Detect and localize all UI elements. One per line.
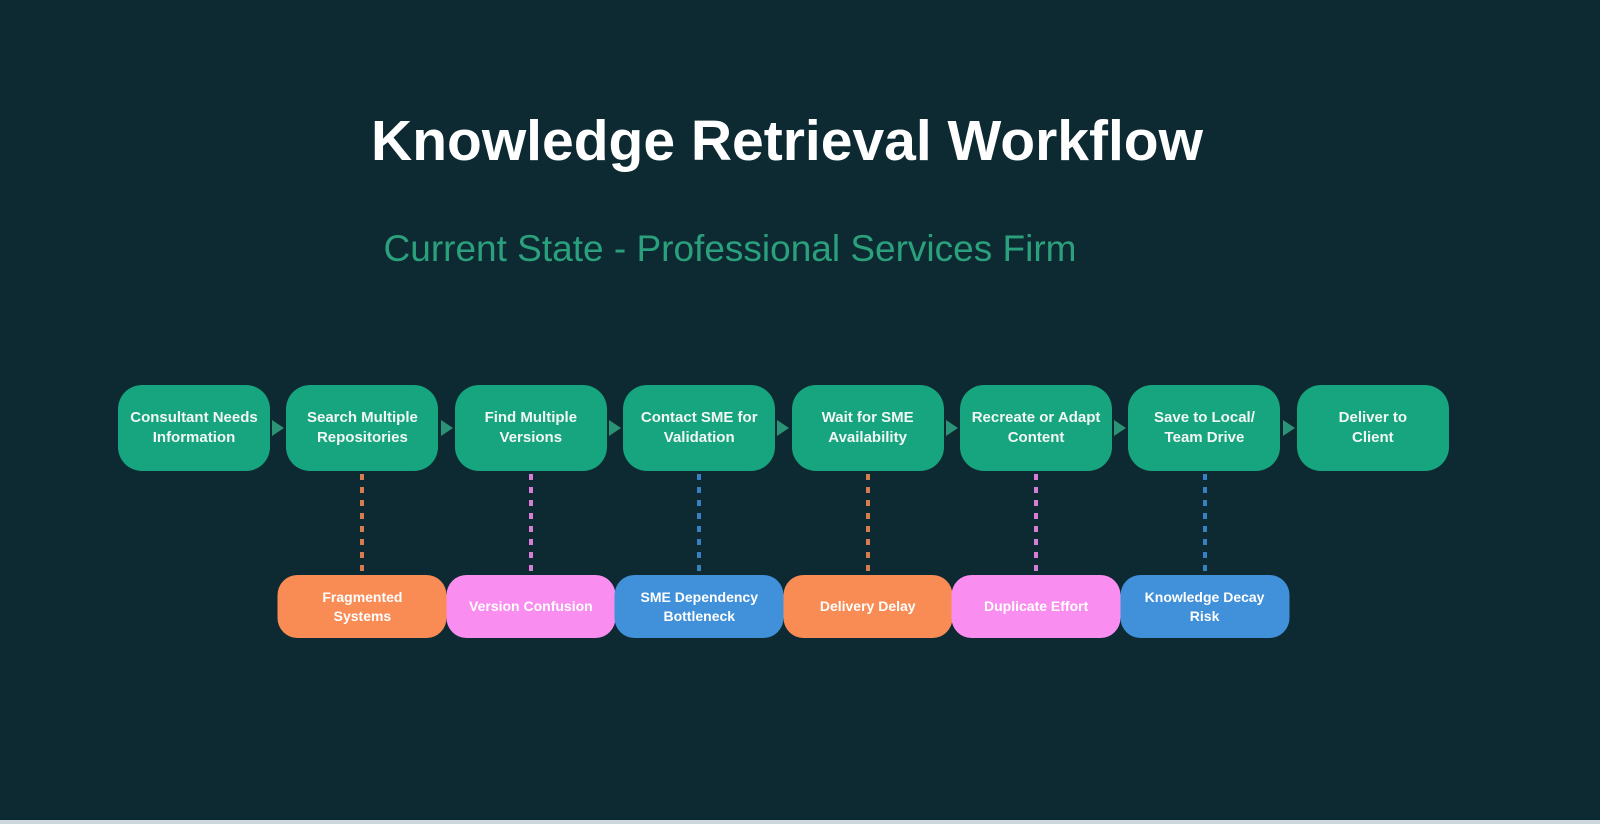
workflow-step: Recreate or Adapt Content	[960, 385, 1113, 471]
pain-point: Version Confusion	[446, 575, 616, 638]
pain-point: Delivery Delay	[783, 575, 953, 638]
pain-point: Duplicate Effort	[951, 575, 1121, 638]
connector-dashed-line	[1202, 474, 1207, 573]
diagram-title: Knowledge Retrieval Workflow	[371, 109, 1203, 173]
connector-dashed-line	[360, 474, 365, 573]
connector-dashed-line	[1034, 474, 1039, 573]
workflow-step: Deliver to Client	[1296, 385, 1449, 471]
arrow-right-icon	[945, 420, 958, 436]
bottom-edge-strip	[0, 820, 1600, 824]
arrow-right-icon	[440, 420, 453, 436]
workflow-step: Search Multiple Repositories	[286, 385, 439, 471]
arrow-right-icon	[777, 420, 790, 436]
diagram-subtitle: Current State - Professional Services Fi…	[383, 228, 1077, 269]
arrow-right-icon	[1114, 420, 1127, 436]
workflow-step: Consultant Needs Information	[118, 385, 270, 471]
workflow-step: Find Multiple Versions	[454, 385, 607, 471]
arrow-right-icon	[272, 420, 285, 436]
pain-point: SME Dependency Bottleneck	[614, 575, 784, 638]
arrow-right-icon	[1282, 420, 1295, 436]
pain-point: Fragmented Systems	[277, 575, 447, 638]
connector-dashed-line	[697, 474, 702, 573]
connector-dashed-line	[865, 474, 870, 573]
connector-dashed-line	[528, 474, 533, 573]
pain-point: Knowledge Decay Risk	[1120, 575, 1290, 638]
arrow-right-icon	[609, 420, 622, 436]
workflow-step: Save to Local/ Team Drive	[1128, 385, 1281, 471]
workflow-step: Wait for SME Availability	[791, 385, 944, 471]
workflow-step: Contact SME for Validation	[623, 385, 776, 471]
